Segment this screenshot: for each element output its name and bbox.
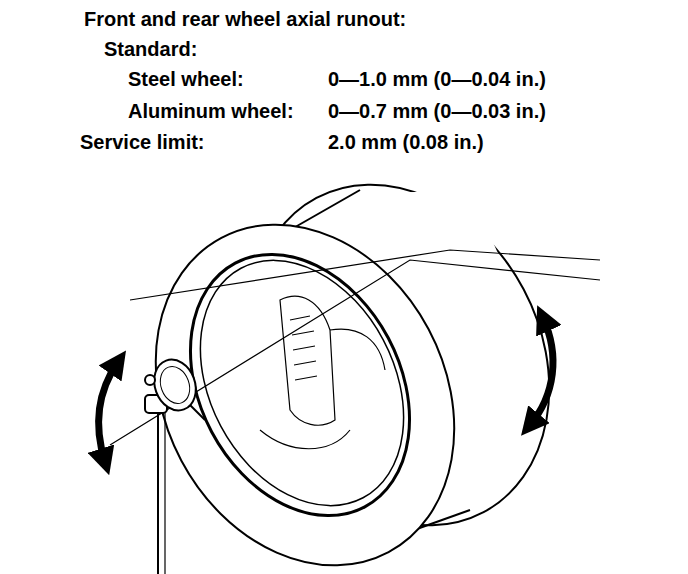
spec-label: Steel wheel: — [128, 68, 244, 90]
rotation-arrow — [530, 318, 553, 425]
dial-face — [155, 362, 194, 407]
brake-part — [260, 430, 350, 449]
wheel-rim-inner — [160, 225, 445, 541]
body-line — [110, 260, 600, 445]
indicator-stand — [164, 400, 165, 574]
tire-sidewall — [98, 172, 512, 574]
spec-value: 2.0 mm (0.08 in.) — [328, 131, 484, 153]
spec-value: 0—0.7 mm (0—0.03 in.) — [328, 100, 546, 122]
indicator-knob — [145, 375, 155, 385]
rotation-arrow — [99, 362, 118, 462]
heading: Front and rear wheel axial runout: — [84, 8, 406, 30]
spec-label: Aluminum wheel: — [128, 100, 294, 122]
spec-value: 0—1.0 mm (0—0.04 in.) — [328, 68, 546, 90]
axle-hub — [280, 296, 335, 425]
body-line — [130, 250, 600, 300]
suspension-part — [330, 329, 385, 370]
spec-heading: Standard: — [104, 38, 197, 60]
spec-heading: Service limit: — [80, 131, 205, 153]
indicator-stand — [157, 400, 159, 574]
wheel-rim — [147, 216, 453, 554]
dial-indicator — [147, 354, 202, 417]
